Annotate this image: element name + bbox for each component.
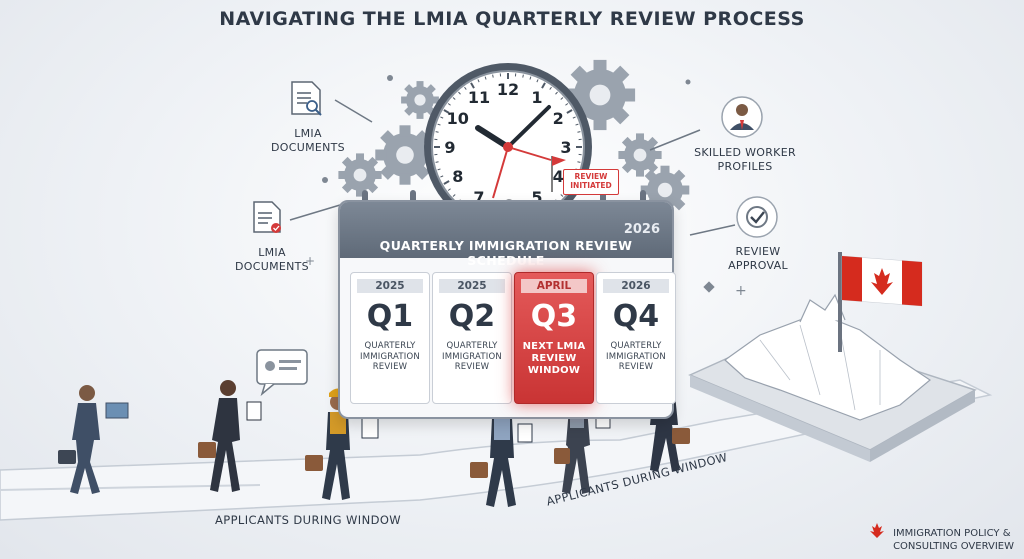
- document-search-icon: [291, 81, 322, 116]
- clock-tick: [452, 194, 456, 197]
- clock-tick: [536, 79, 539, 83]
- clock-tick: [565, 103, 569, 106]
- clock-tick: [477, 79, 480, 83]
- clock-number: 12: [497, 80, 519, 99]
- clock-number: 1: [531, 88, 542, 107]
- clock-tick: [492, 74, 494, 78]
- clock-tick: [440, 175, 444, 178]
- review-approval-label: REVIEW APPROVAL: [728, 245, 788, 272]
- footer-line-1: IMMIGRATION POLICY &: [893, 528, 1011, 539]
- clock-tick: [435, 131, 439, 133]
- quarter-year: 2025: [357, 279, 423, 293]
- chat-bubble-icon: [256, 349, 308, 397]
- document-check-icon: [253, 201, 281, 233]
- svg-text:+: +: [305, 254, 315, 268]
- footer-line-2: CONSULTING OVERVIEW: [893, 541, 1014, 552]
- footer-credit: IMMIGRATION POLICY & CONSULTING OVERVIEW: [879, 527, 1014, 553]
- clock-tick: [541, 82, 546, 89]
- calendar-title: QUARTERLY IMMIGRATION REVIEW SCHEDULE: [379, 238, 633, 268]
- quarter-description: NEXT LMIA REVIEW WINDOW: [522, 341, 586, 376]
- clock-tick: [458, 91, 461, 95]
- clock-icon: 121234567891011: [424, 63, 592, 231]
- review-initiated-flag: REVIEW INITIATED: [563, 169, 619, 195]
- clock-tick: [566, 109, 573, 114]
- clock-tick: [464, 86, 467, 90]
- lmia-documents-label-top: LMIA DOCUMENTS: [271, 127, 345, 154]
- maple-leaf-icon: [870, 523, 884, 538]
- clock-tick: [560, 97, 564, 100]
- clock-tick: [522, 74, 524, 78]
- clock-tick: [437, 123, 441, 126]
- clock-tick: [560, 194, 564, 197]
- clock-number: 3: [560, 138, 571, 157]
- quarter-year: 2025: [439, 279, 505, 293]
- quarter-year: APRIL: [521, 279, 587, 293]
- quarter-label: Q4: [612, 299, 660, 334]
- clock-number: 9: [444, 138, 455, 157]
- clock-number: 5: [531, 188, 542, 207]
- clock-tick: [575, 123, 579, 126]
- checkmark-approval-icon: [736, 196, 778, 238]
- clock-tick: [437, 168, 441, 171]
- skilled-worker-label: SKILLED WORKER PROFILES: [694, 146, 796, 173]
- gear-icon: [338, 153, 382, 197]
- clock-tick: [443, 180, 450, 185]
- quarter-q4: 2026 Q4 QUARTERLY IMMIGRATION REVIEW: [596, 272, 676, 404]
- clock-number: 7: [473, 188, 484, 207]
- quarterly-calendar: 2026 QUARTERLY IMMIGRATION REVIEW SCHEDU…: [338, 200, 676, 419]
- quarter-description: QUARTERLY IMMIGRATION REVIEW: [360, 341, 420, 372]
- canada-flag-icon: [838, 252, 923, 352]
- clock-tick: [529, 76, 532, 80]
- quarter-description: QUARTERLY IMMIGRATION REVIEW: [606, 341, 666, 372]
- clock-number: 10: [447, 109, 469, 128]
- clock-number: 11: [468, 88, 490, 107]
- applicants-label-left: APPLICANTS DURING WINDOW: [215, 513, 402, 527]
- clock-tick: [549, 86, 552, 90]
- clock-tick: [555, 91, 558, 95]
- quarter-label: Q2: [448, 299, 496, 334]
- clock-tick: [484, 76, 487, 80]
- quarter-label: Q1: [366, 299, 414, 334]
- clock-number: 2: [553, 109, 564, 128]
- gear-icon: [618, 133, 662, 177]
- clock-number: 8: [452, 167, 463, 186]
- clock-tick: [452, 97, 456, 100]
- svg-text:+: +: [735, 283, 747, 299]
- clock-number: 4: [553, 167, 564, 186]
- calendar-year: 2026: [623, 222, 660, 237]
- clock-tick: [443, 109, 450, 114]
- review-initiated-text: REVIEW INITIATED: [570, 172, 612, 190]
- clock-tick: [577, 161, 581, 163]
- page-title: NAVIGATING THE LMIA QUARTERLY REVIEW PRO…: [219, 8, 805, 30]
- clock-tick: [470, 82, 475, 89]
- quarter-q3: APRIL Q3 NEXT LMIA REVIEW WINDOW: [514, 272, 594, 404]
- quarter-q2: 2025 Q2 QUARTERLY IMMIGRATION REVIEW: [432, 272, 512, 404]
- quarter-year: 2026: [603, 279, 669, 293]
- clock-tick: [447, 188, 451, 191]
- clock-tick: [440, 116, 444, 119]
- quarter-label: Q3: [530, 299, 578, 334]
- clock-tick: [447, 103, 451, 106]
- quarter-q1: 2025 Q1 QUARTERLY IMMIGRATION REVIEW: [350, 272, 430, 404]
- clock-tick: [572, 116, 576, 119]
- clock-tick: [577, 131, 581, 133]
- worker-profile-icon: [721, 96, 763, 138]
- clock-tick: [435, 161, 439, 163]
- calendar-header: 2026 QUARTERLY IMMIGRATION REVIEW SCHEDU…: [340, 202, 672, 268]
- lmia-documents-label-bottom: LMIA DOCUMENTS: [235, 246, 309, 273]
- quarter-description: QUARTERLY IMMIGRATION REVIEW: [442, 341, 502, 372]
